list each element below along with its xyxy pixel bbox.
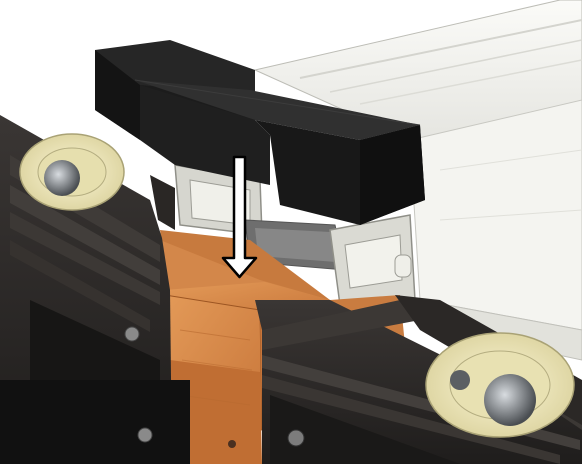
down-arrow-icon bbox=[221, 155, 258, 279]
bolt-head bbox=[124, 326, 140, 342]
bolt-head bbox=[287, 429, 305, 447]
black-clamp-block bbox=[95, 40, 425, 225]
roller-wheel-left bbox=[19, 133, 125, 211]
roller-wheel-right bbox=[425, 332, 575, 438]
bolt-head bbox=[137, 427, 153, 443]
